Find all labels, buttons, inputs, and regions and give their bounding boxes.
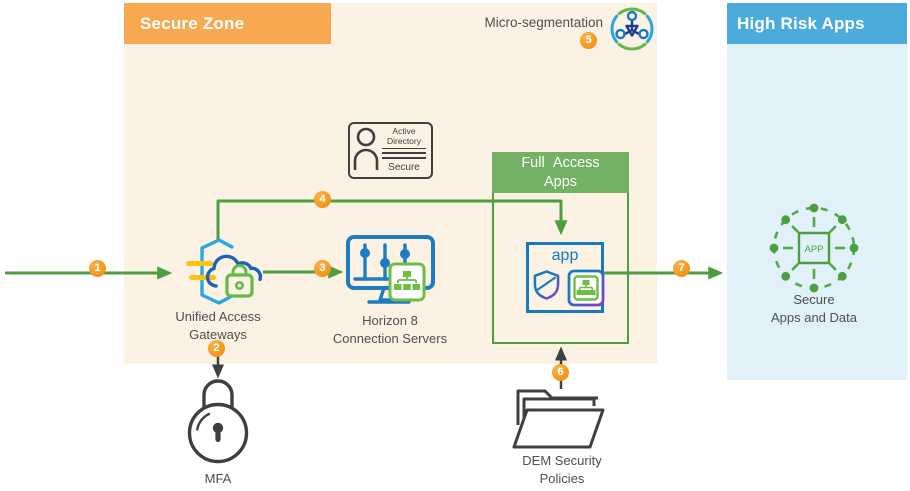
secure-apps-label: Secure Apps and Data (770, 292, 857, 325)
app-center-label: APP (804, 244, 823, 255)
step-badge-7: 7 (673, 260, 690, 277)
org-chart-icon (567, 269, 605, 307)
org-chart-icon (388, 262, 426, 302)
active-directory-card: Active Directory Secure (348, 122, 433, 179)
card-line (382, 156, 426, 159)
step-badge-3: 3 (314, 260, 331, 277)
spokes (783, 217, 845, 279)
shield-icon (533, 270, 560, 300)
app-node: app (526, 242, 605, 313)
high-risk-apps-header: High Risk Apps (727, 3, 907, 44)
step-badge-6: 6 (552, 364, 569, 381)
high-risk-apps-panel: High Risk Apps (727, 3, 907, 380)
step-badge-1: 1 (89, 260, 106, 277)
step-badge-2: 2 (208, 340, 225, 357)
horizon-connection-servers-icon (346, 235, 435, 304)
traffic-bar (186, 261, 213, 266)
ad-card-line2: Directory (382, 136, 426, 149)
step-badge-5: 5 (580, 32, 597, 49)
step-badge-4: 4 (314, 191, 331, 208)
full-access-apps-header: Full Access Apps (492, 152, 629, 193)
mfa-lock-icon (187, 379, 249, 464)
unified-access-gateway-icon (186, 238, 263, 305)
dem-label: DEM Security Policies (522, 453, 602, 486)
app-label: app (551, 247, 579, 264)
dem-folders-icon (512, 389, 605, 449)
ad-card-line1: Active (392, 126, 416, 136)
micro-segmentation-label: Micro-segmentation (484, 15, 603, 30)
mfa-label: MFA (204, 471, 232, 486)
cloud-icon (205, 254, 263, 288)
user-icon (353, 127, 379, 170)
micro-segmentation-icon (610, 7, 654, 51)
horizon-label: Horizon 8 Connection Servers (332, 313, 448, 346)
uag-label: Unified Access Gateways (175, 309, 261, 342)
node-dots (769, 203, 859, 293)
secure-zone-header: Secure Zone (124, 3, 331, 44)
traffic-bar (189, 275, 216, 280)
lock-icon (225, 264, 254, 298)
ad-card-footer: Secure (388, 161, 420, 173)
secure-apps-icon: APP (769, 203, 859, 293)
card-line (382, 151, 426, 154)
